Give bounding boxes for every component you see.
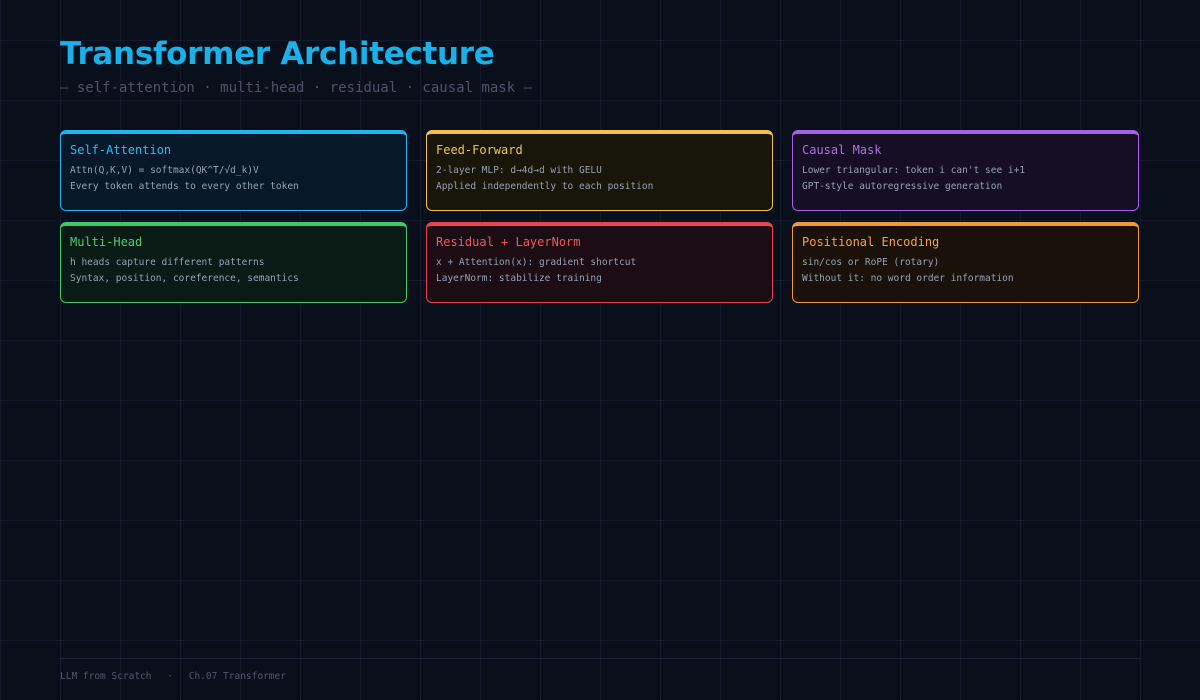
footer-separator: · xyxy=(167,671,173,682)
footer-divider xyxy=(60,658,1140,659)
card-title: Self-Attention xyxy=(70,143,172,157)
card-line: 2-layer MLP: d→4d→d with GELU xyxy=(436,165,602,176)
card-multi-head: Multi-Head h heads capture different pat… xyxy=(60,222,407,303)
card-title: Residual + LayerNorm xyxy=(436,235,581,249)
card-feed-forward: Feed-Forward 2-layer MLP: d→4d→d with GE… xyxy=(426,130,773,211)
card-self-attention: Self-Attention Attn(Q,K,V) = softmax(QK^… xyxy=(60,130,407,211)
card-line: Syntax, position, coreference, semantics xyxy=(70,273,299,284)
footer-book-title: LLM from Scratch xyxy=(60,671,152,682)
card-residual-layernorm: Residual + LayerNorm x + Attention(x): g… xyxy=(426,222,773,303)
card-line: Without it: no word order information xyxy=(802,273,1014,284)
card-line: Every token attends to every other token xyxy=(70,181,299,192)
card-line: Applied independently to each position xyxy=(436,181,654,192)
card-title: Feed-Forward xyxy=(436,143,523,157)
page-title: Transformer Architecture xyxy=(60,36,495,72)
card-line: Attn(Q,K,V) = softmax(QK^T/√d_k)V xyxy=(70,165,259,176)
card-line: Lower triangular: token i can't see i+1 xyxy=(802,165,1026,176)
concept-card-grid: Self-Attention Attn(Q,K,V) = softmax(QK^… xyxy=(60,130,1139,303)
card-positional-encoding: Positional Encoding sin/cos or RoPE (rot… xyxy=(792,222,1139,303)
page-subtitle: — self-attention · multi-head · residual… xyxy=(60,80,533,96)
card-causal-mask: Causal Mask Lower triangular: token i ca… xyxy=(792,130,1139,211)
footer: LLM from Scratch · Ch.07 Transformer xyxy=(60,671,286,682)
card-line: sin/cos or RoPE (rotary) xyxy=(802,257,940,268)
card-title: Positional Encoding xyxy=(802,235,940,249)
card-line: LayerNorm: stabilize training xyxy=(436,273,602,284)
footer-chapter: Ch.07 Transformer xyxy=(188,671,286,682)
card-line: x + Attention(x): gradient shortcut xyxy=(436,257,637,268)
card-line: GPT-style autoregressive generation xyxy=(802,181,1003,192)
card-title: Causal Mask xyxy=(802,143,882,157)
card-title: Multi-Head xyxy=(70,235,143,249)
card-line: h heads capture different patterns xyxy=(70,257,265,268)
